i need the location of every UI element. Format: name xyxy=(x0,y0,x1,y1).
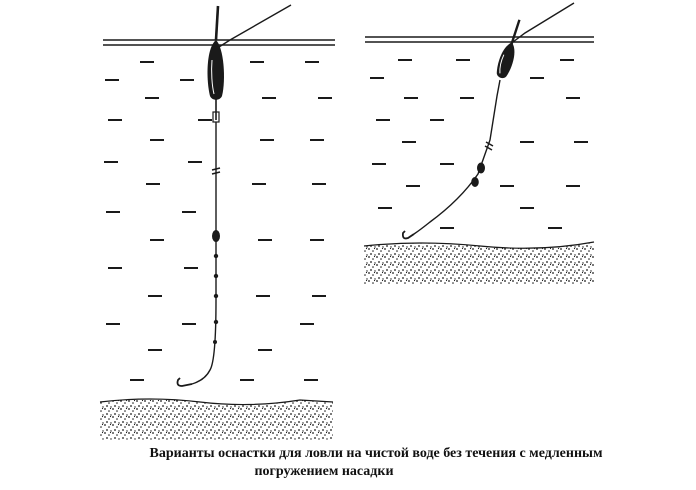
left-main-line xyxy=(218,4,292,48)
left-water-surface xyxy=(103,39,335,46)
right-float xyxy=(496,19,521,79)
right-bottom-sand xyxy=(363,241,595,284)
left-rig-panel xyxy=(99,4,335,440)
right-water-surface xyxy=(365,36,594,43)
left-float xyxy=(207,5,224,123)
caption-line-2: погружением насадки xyxy=(254,464,394,479)
left-bottom-sand xyxy=(99,398,334,440)
left-hook xyxy=(176,377,193,387)
right-leader xyxy=(413,79,501,235)
left-leader xyxy=(191,122,221,385)
right-rig-panel xyxy=(363,2,595,284)
right-main-line xyxy=(508,2,575,46)
right-water-dashes xyxy=(370,59,588,229)
right-hook xyxy=(401,230,415,240)
left-water-dashes xyxy=(104,61,332,381)
caption-line-1: Варианты оснастки для ловли на чистой во… xyxy=(149,446,603,461)
